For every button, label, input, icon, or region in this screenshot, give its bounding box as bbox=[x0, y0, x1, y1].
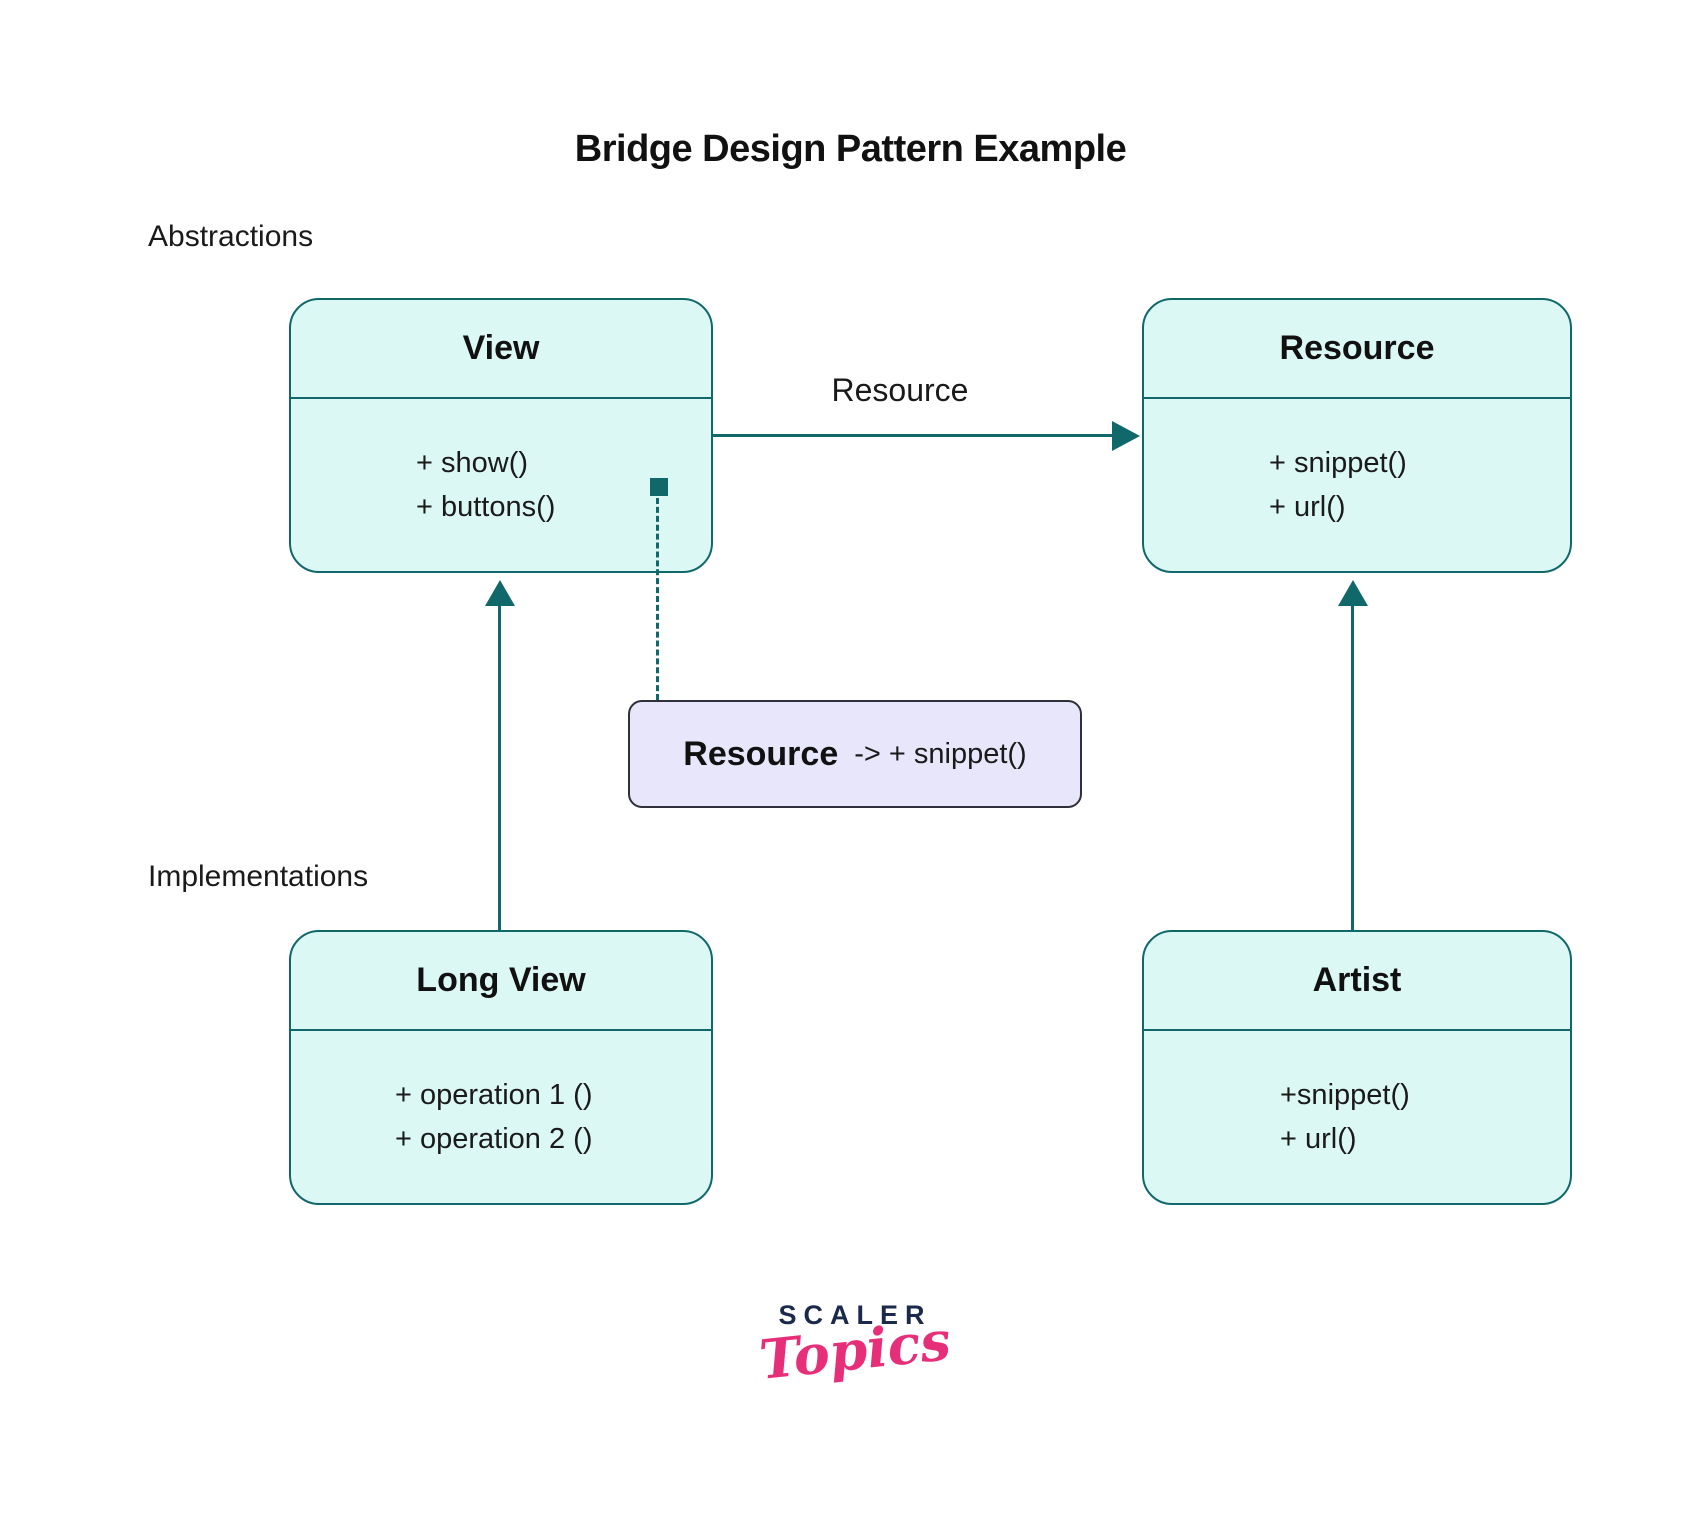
note-dotted-connector bbox=[656, 498, 659, 700]
class-name-view: View bbox=[291, 300, 711, 399]
class-methods-resource: + snippet() + url() bbox=[1144, 399, 1570, 529]
note-detail: -> + snippet() bbox=[854, 737, 1027, 770]
long-view-to-view-line bbox=[498, 604, 501, 930]
note-anchor-square-icon bbox=[650, 478, 668, 496]
method: + url() bbox=[1280, 1123, 1357, 1155]
method: + snippet() bbox=[1269, 447, 1407, 479]
long-view-to-view-arrowhead-icon bbox=[485, 580, 515, 606]
class-box-long-view: Long View + operation 1 () + operation 2… bbox=[289, 930, 713, 1205]
class-name-resource: Resource bbox=[1144, 300, 1570, 399]
class-methods-view: + show() + buttons() bbox=[291, 399, 711, 529]
bridge-arrow-label: Resource bbox=[831, 372, 969, 408]
class-box-resource: Resource + snippet() + url() bbox=[1142, 298, 1572, 573]
note-title: Resource bbox=[683, 734, 839, 773]
method: + buttons() bbox=[416, 491, 556, 523]
artist-to-resource-line bbox=[1351, 604, 1354, 930]
abstractions-label: Abstractions bbox=[148, 220, 314, 253]
page-title: Bridge Design Pattern Example bbox=[574, 128, 1127, 170]
class-methods-artist: +snippet() + url() bbox=[1144, 1031, 1570, 1161]
method: + url() bbox=[1269, 491, 1346, 523]
class-box-artist: Artist +snippet() + url() bbox=[1142, 930, 1572, 1205]
class-name-artist: Artist bbox=[1144, 932, 1570, 1031]
method: +snippet() bbox=[1280, 1079, 1410, 1111]
method: + show() bbox=[416, 447, 529, 479]
method: + operation 2 () bbox=[395, 1123, 593, 1155]
note-box: Resource -> + snippet() bbox=[628, 700, 1082, 808]
class-name-long-view: Long View bbox=[291, 932, 711, 1031]
artist-to-resource-arrowhead-icon bbox=[1338, 580, 1368, 606]
class-methods-long-view: + operation 1 () + operation 2 () bbox=[291, 1031, 711, 1161]
bridge-arrowhead-icon bbox=[1112, 421, 1140, 451]
implementations-label: Implementations bbox=[148, 860, 369, 893]
scaler-logo-brand: SCALER bbox=[778, 1300, 932, 1330]
method: + operation 1 () bbox=[395, 1079, 593, 1111]
bridge-arrow-line bbox=[713, 434, 1114, 437]
class-box-view: View + show() + buttons() bbox=[289, 298, 713, 573]
